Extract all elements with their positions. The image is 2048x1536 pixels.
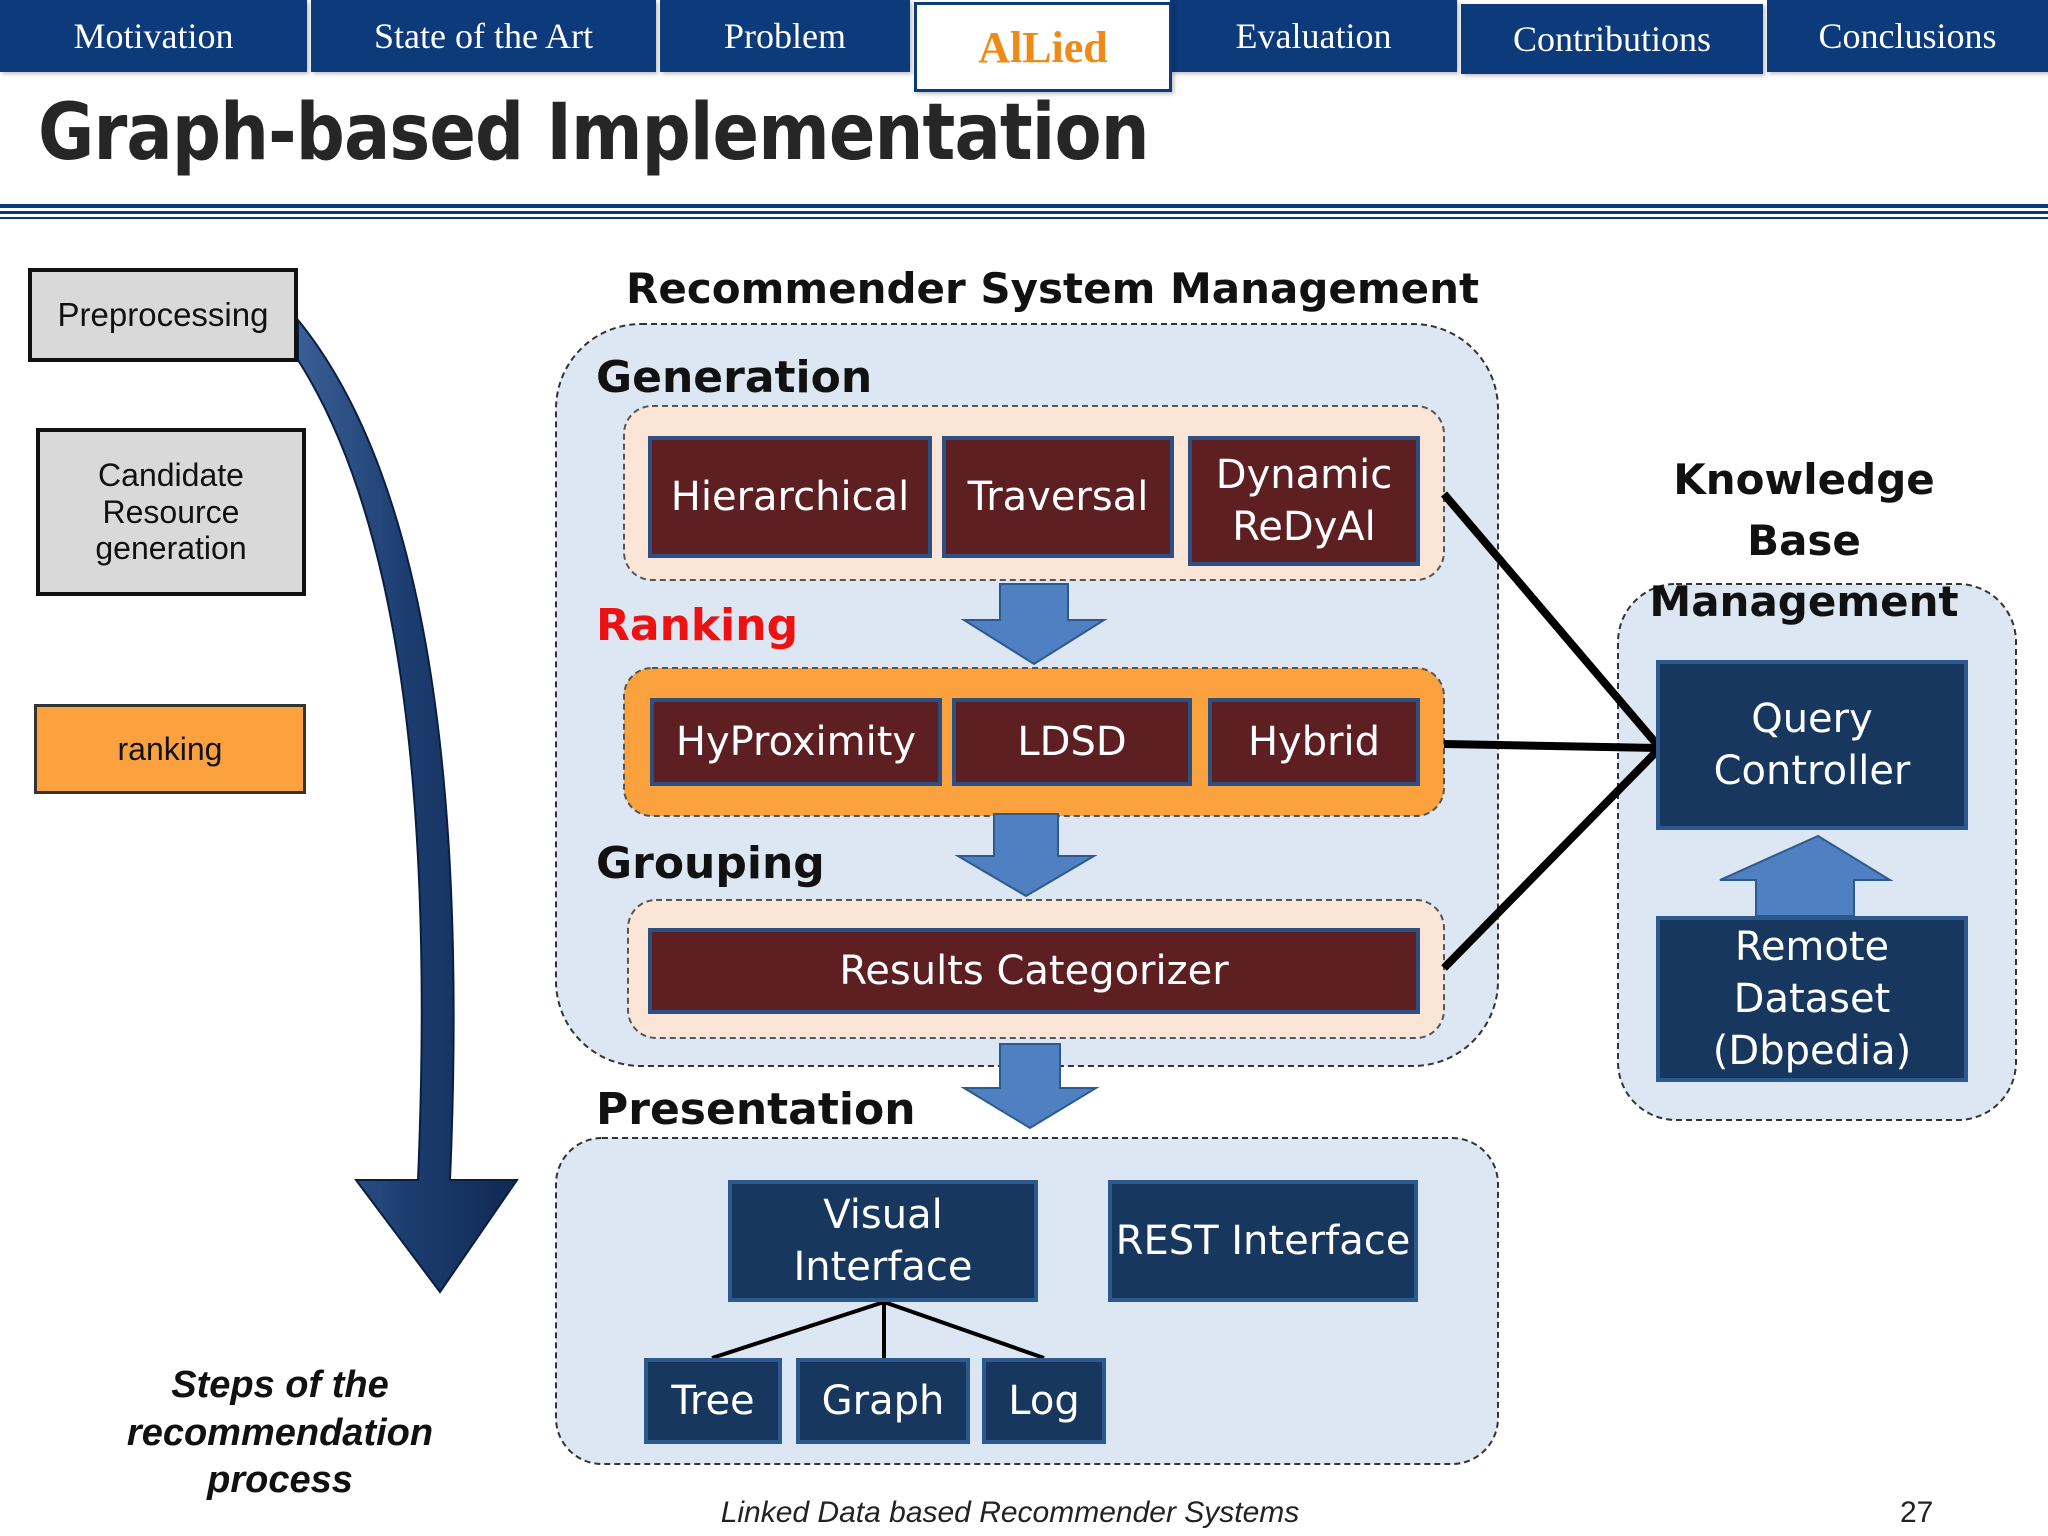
steps-caption: Steps of the recommendation process xyxy=(126,1364,434,1501)
connector-grouping xyxy=(1441,745,1663,971)
generation-hierarchical: Hierarchical xyxy=(648,436,932,558)
presentation-tree: Tree xyxy=(644,1358,782,1444)
remote-dataset: Remote Dataset (Dbpedia) xyxy=(1656,916,1968,1082)
tab-allied[interactable]: AlLied xyxy=(914,2,1172,92)
ranking-heading: Ranking xyxy=(596,600,799,651)
presentation-log: Log xyxy=(982,1358,1106,1444)
step-ranking: ranking xyxy=(34,704,306,794)
step-preprocessing: Preprocessing xyxy=(28,268,298,362)
tab-evaluation[interactable]: Evaluation xyxy=(1170,0,1457,72)
tab-problem[interactable]: Problem xyxy=(660,0,910,72)
process-curved-arrow xyxy=(297,317,519,1294)
presentation-heading: Presentation xyxy=(596,1084,916,1135)
page-number: 27 xyxy=(1900,1496,1934,1529)
rest-interface: REST Interface xyxy=(1108,1180,1418,1302)
arrow-generation-to-ranking xyxy=(960,583,1108,666)
tab-motivation[interactable]: Motivation xyxy=(0,0,307,72)
kbm-title: Knowledge Base Management xyxy=(1649,455,1959,626)
arrow-remote-to-query xyxy=(1719,834,1894,917)
rsm-title: Recommender System Management xyxy=(626,264,1480,313)
ranking-ldsd: LDSD xyxy=(952,698,1192,786)
tab-conclusions[interactable]: Conclusions xyxy=(1767,0,2048,72)
tree-line-right xyxy=(883,1300,1045,1360)
visual-interface: Visual Interface xyxy=(728,1180,1038,1302)
page-title: Graph-based Implementation xyxy=(38,88,1150,178)
query-controller: Query Controller xyxy=(1656,660,1968,830)
footer-text: Linked Data based Recommender Systems xyxy=(720,1496,1300,1529)
top-nav: Motivation State of the Art Problem AlLi… xyxy=(0,0,2048,92)
presentation-graph: Graph xyxy=(796,1358,970,1444)
grouping-results-categorizer: Results Categorizer xyxy=(648,928,1420,1014)
arrow-grouping-to-presentation xyxy=(960,1043,1100,1130)
grouping-heading: Grouping xyxy=(596,838,825,889)
step-candidate-generation: Candidate Resource generation xyxy=(36,428,306,596)
tab-state-of-the-art[interactable]: State of the Art xyxy=(311,0,656,72)
generation-heading: Generation xyxy=(596,352,873,403)
ranking-hyproximity: HyProximity xyxy=(650,698,942,786)
generation-traversal: Traversal xyxy=(942,436,1174,558)
ranking-hybrid: Hybrid xyxy=(1208,698,1420,786)
generation-dynamic-redyal: Dynamic ReDyAl xyxy=(1188,436,1420,566)
title-rule-bottom xyxy=(0,217,2048,219)
tab-contributions[interactable]: Contributions xyxy=(1461,4,1763,74)
title-rule-top xyxy=(0,204,2048,208)
connector-ranking xyxy=(1443,740,1661,752)
title-rule-mid xyxy=(0,211,2048,214)
tree-line-left xyxy=(711,1300,885,1360)
arrow-ranking-to-grouping xyxy=(954,813,1098,898)
connector-generation xyxy=(1440,491,1664,751)
